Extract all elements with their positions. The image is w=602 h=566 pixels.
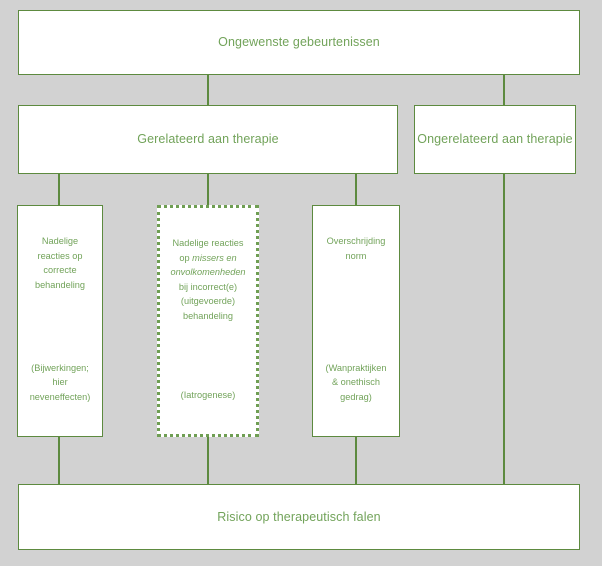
connector-leaf-correct-to-bottom	[58, 436, 60, 485]
node-paren-text: (Bijwerkingen; hier neveneffecten)	[29, 362, 91, 402]
node-head-text-italic: missers en onvolkomenheden	[170, 252, 246, 278]
node-paren-text: (Iatrogenese)	[180, 389, 236, 400]
node-nadelige-reacties-correcte-behandeling[interactable]: Nadelige reacties op correcte behandelin…	[17, 205, 103, 437]
node-ongewenste-gebeurtenissen[interactable]: Ongewenste gebeurtenissen	[18, 10, 580, 75]
node-head-text-part2: bij incorrect(e) (uitgevoerde) behandeli…	[178, 281, 238, 321]
node-overschrijding-norm[interactable]: Overschrijding norm (Wanpraktijken & one…	[312, 205, 400, 437]
connector-top-to-related	[207, 75, 209, 106]
node-label: Ongewenste gebeurtenissen	[218, 35, 380, 50]
node-head-text-part1: Nadelige reacties op	[172, 238, 244, 263]
node-head-text: Nadelige reacties op missers en onvolkom…	[170, 236, 245, 323]
node-gerelateerd-aan-therapie[interactable]: Gerelateerd aan therapie	[18, 105, 398, 174]
node-risico-op-therapeutisch-falen[interactable]: Risico op therapeutisch falen	[18, 484, 580, 550]
connector-top-to-unrelated	[503, 75, 505, 106]
node-paren-text: (Wanpraktijken & onethisch gedrag)	[325, 362, 387, 402]
node-nadelige-reacties-missers-onvolkomenheden[interactable]: Nadelige reacties op missers en onvolkom…	[157, 205, 259, 437]
connector-related-to-leaf-correct	[58, 174, 60, 206]
node-label: Risico op therapeutisch falen	[217, 509, 381, 524]
node-ongerelateerd-aan-therapie[interactable]: Ongerelateerd aan therapie	[414, 105, 576, 174]
connector-related-to-leaf-norm	[355, 174, 357, 206]
node-label: Ongerelateerd aan therapie	[417, 132, 573, 147]
node-head-text: Overschrijding norm	[326, 236, 386, 261]
connector-leaf-incorrect-to-bottom	[207, 436, 209, 485]
connector-unrelated-to-bottom	[503, 173, 505, 485]
connector-related-to-leaf-incorrect	[207, 174, 209, 206]
node-head-text: Nadelige reacties op correcte behandelin…	[34, 236, 86, 290]
node-label: Gerelateerd aan therapie	[137, 132, 279, 147]
connector-leaf-norm-to-bottom	[355, 436, 357, 485]
